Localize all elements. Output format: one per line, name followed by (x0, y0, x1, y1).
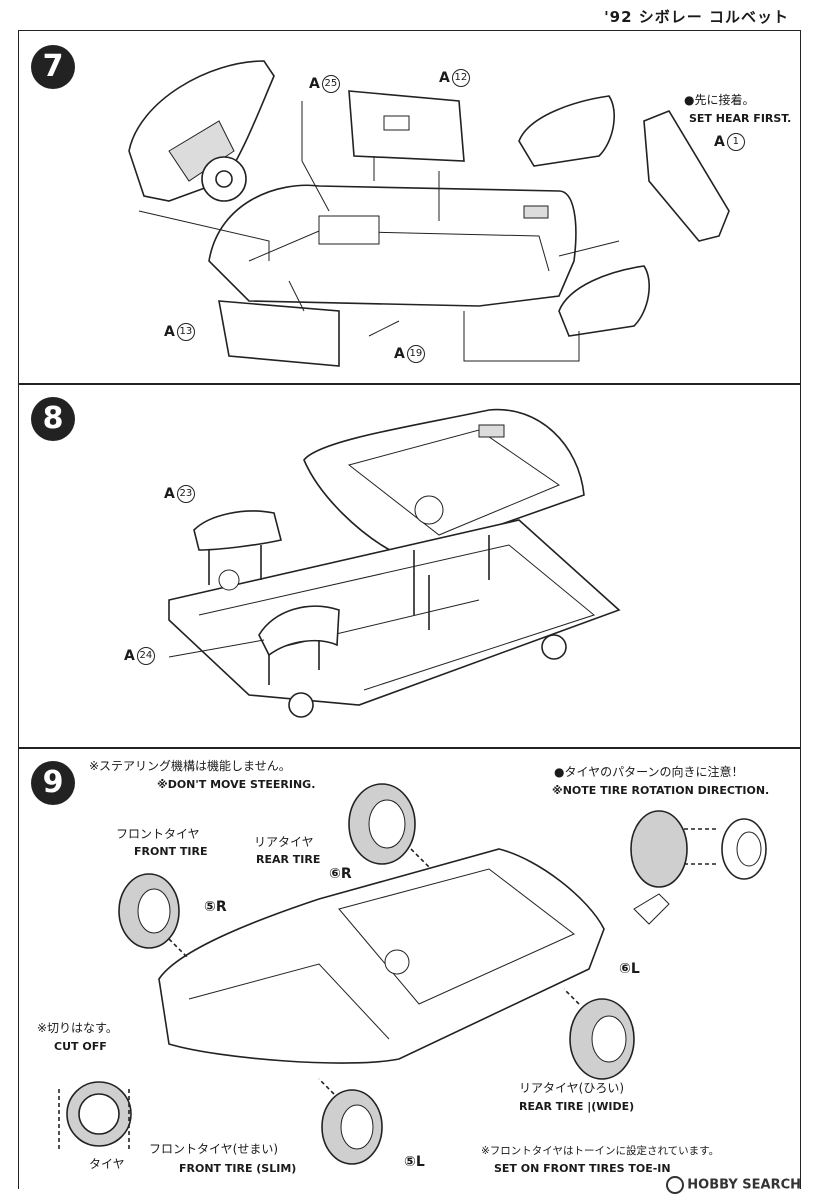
part-number: 23 (176, 485, 195, 503)
rear-panel-a1 (643, 110, 730, 242)
watermark: HOBBY SEARCH (666, 1176, 801, 1194)
center-console (318, 215, 380, 245)
part-a24-cover (258, 605, 340, 657)
part-letter: A (124, 648, 135, 664)
part-letter: A (714, 134, 725, 150)
steering-note-jp: ※ステアリング機構は機能しません。 (89, 759, 291, 773)
cut-off-note-jp: ※切りはなす。 (37, 1021, 118, 1035)
part-a23-cover (193, 510, 282, 551)
front-slim-label-jp: フロントタイヤ(せまい) (149, 1142, 279, 1156)
step-number-badge: 8 (31, 397, 75, 441)
cut-off-note-en: CUT OFF (54, 1040, 107, 1053)
tire-pattern-detail (630, 810, 688, 888)
step-7-illustration (128, 60, 730, 367)
part-label-5r: ⑤R (204, 899, 227, 915)
rotation-arrow-icon (633, 893, 670, 925)
part-label-6l: ⑥L (619, 961, 640, 977)
part-number: 25 (321, 75, 340, 93)
step-number-badge: 9 (31, 761, 75, 805)
part-letter: A (309, 76, 320, 92)
part-letter: A (164, 324, 175, 340)
part-label-5l: ⑤L (404, 1154, 425, 1170)
seat-upper (518, 95, 615, 167)
interior-tub (208, 184, 577, 307)
page-header-title: '92 シボレー コルベット (604, 8, 789, 26)
toe-in-note-jp: ※フロントタイヤはトーインに設定されています。 (481, 1145, 720, 1157)
step-9-panel: 9 ※ステアリング機構は機能しません。 ※DON'T MOVE STEERING… (18, 748, 801, 1189)
set-first-note-en: SET HEAR FIRST. (689, 112, 792, 125)
tire-label: タイヤ (89, 1157, 125, 1171)
step-9-illustration (58, 783, 767, 1165)
rear-wheel-axle (541, 634, 567, 660)
tire-direction-note-jp: ●タイヤのパターンの向きに注意！ (554, 765, 744, 779)
rear-wide-label-jp: リアタイヤ(ひろい) (519, 1081, 625, 1095)
part-number: 13 (176, 323, 195, 341)
set-first-note-jp: ●先に接着。 (684, 93, 755, 107)
car-body (158, 848, 605, 1064)
step-number-badge: 7 (31, 45, 75, 89)
rear-tire-label-jp: リアタイヤ (254, 835, 314, 849)
part-letter: A (394, 346, 405, 362)
rear-wide-label-en: REAR TIRE |(WIDE) (519, 1100, 635, 1113)
part-letter: A (439, 70, 450, 86)
part-label-6r: ⑥R (329, 866, 352, 882)
part-number: 24 (136, 647, 155, 665)
tire-direction-note-en: ※NOTE TIRE ROTATION DIRECTION. (552, 784, 770, 797)
rear-tire-label-en: REAR TIRE (256, 853, 321, 866)
step-8-illustration (168, 408, 621, 718)
front-slim-label-en: FRONT TIRE (SLIM) (179, 1162, 297, 1175)
front-tire-label-jp: フロントタイヤ (116, 827, 200, 841)
chassis (168, 519, 621, 706)
part-number: 1 (726, 133, 745, 151)
toe-in-note-en: SET ON FRONT TIRES TOE-IN (494, 1162, 671, 1175)
upper-body-tub (303, 408, 585, 556)
steering-note-en: ※DON'T MOVE STEERING. (157, 778, 316, 791)
part-number: 19 (406, 345, 425, 363)
sill-a13 (218, 300, 340, 367)
watermark-logo-icon (666, 1176, 685, 1194)
seat-lower (558, 265, 650, 337)
front-wheel-axle (288, 692, 314, 718)
front-tire-label-en: FRONT TIRE (134, 845, 208, 858)
watermark-text: HOBBY SEARCH (687, 1177, 801, 1193)
part-number: 12 (451, 69, 470, 87)
part-letter: A (164, 486, 175, 502)
